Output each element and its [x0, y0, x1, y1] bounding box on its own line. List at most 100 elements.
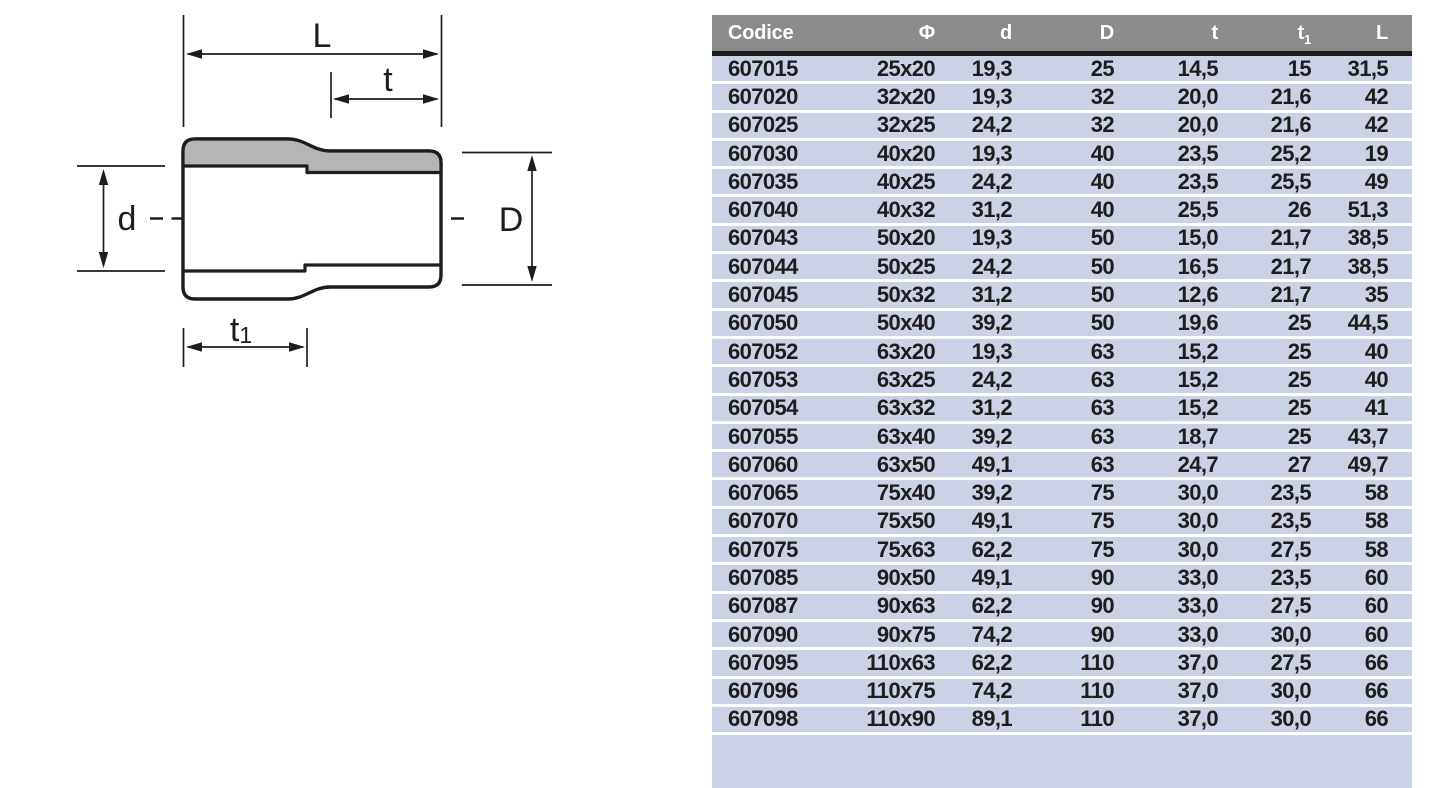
cell-L: 31,5	[1347, 55, 1389, 81]
column-header-d: d	[999, 21, 1012, 44]
table-row: 607025 32x25 24,2 32 20,0 21,6 42	[712, 113, 1412, 141]
cell-D: 63	[1090, 366, 1115, 392]
cell-D: 90	[1090, 564, 1115, 590]
cell-L: 60	[1364, 564, 1389, 590]
cell-codice: 607044	[728, 253, 798, 279]
cell-t1: 27,5	[1270, 593, 1312, 619]
cell-L: 42	[1364, 112, 1389, 138]
column-header-t: t	[1211, 21, 1219, 44]
cell-phi: 63x25	[876, 366, 936, 392]
cell-t1: 23,5	[1270, 508, 1312, 534]
cell-t1: 26	[1287, 197, 1312, 223]
dimension-D	[462, 151, 552, 286]
cell-d: 74,2	[971, 621, 1013, 647]
cell-t1: 30,0	[1270, 621, 1312, 647]
cell-phi: 50x25	[876, 253, 936, 279]
cell-t: 24,7	[1177, 451, 1219, 477]
cell-codice: 607087	[728, 593, 798, 619]
cell-phi: 90x63	[876, 593, 936, 619]
cell-D: 63	[1090, 395, 1115, 421]
table-row: 607030 40x20 19,3 40 23,5 25,2 19	[712, 141, 1412, 170]
cell-d: 24,2	[971, 366, 1013, 392]
cell-phi: 75x50	[876, 508, 936, 534]
cell-phi: 75x40	[876, 480, 936, 506]
column-header-t1: t1	[1297, 21, 1312, 47]
cell-t1: 25	[1287, 366, 1312, 392]
cell-d: 24,2	[971, 168, 1013, 194]
cell-codice: 607095	[728, 649, 798, 675]
label-t1: t1	[230, 311, 252, 349]
column-header-codice: Codice	[728, 21, 794, 44]
cell-D: 110	[1080, 706, 1114, 732]
cell-t: 23,5	[1177, 168, 1219, 194]
cell-t1: 30,0	[1270, 706, 1312, 732]
cell-d: 24,2	[971, 112, 1013, 138]
cell-d: 19,3	[971, 338, 1013, 364]
table-row: 607054 63x32 31,2 63 15,2 25 41	[712, 396, 1412, 424]
cell-D: 50	[1090, 310, 1115, 336]
cell-D: 75	[1090, 508, 1115, 534]
label-d: d	[118, 200, 137, 238]
cell-phi: 90x75	[876, 621, 936, 647]
cell-L: 60	[1364, 593, 1389, 619]
cell-phi: 50x40	[876, 310, 936, 336]
cell-phi: 63x50	[876, 451, 936, 477]
cell-t: 37,0	[1177, 706, 1219, 732]
cell-phi: 63x40	[876, 423, 936, 449]
cell-t: 12,6	[1177, 282, 1219, 308]
cell-t1: 21,7	[1270, 225, 1312, 251]
cell-codice: 607098	[728, 706, 798, 732]
cell-t: 15,0	[1177, 225, 1219, 251]
table-row: 607098 110x90 89,1 110 37,0 30,0 66	[712, 706, 1412, 736]
cell-t1: 25,5	[1270, 168, 1312, 194]
cell-t: 15,2	[1177, 366, 1219, 392]
cell-d: 39,2	[971, 423, 1013, 449]
cell-t: 30,0	[1177, 508, 1219, 534]
cell-d: 49,1	[971, 508, 1013, 534]
cell-t1: 25	[1287, 423, 1312, 449]
cell-L: 40	[1364, 338, 1389, 364]
cell-codice: 607065	[728, 480, 798, 506]
cell-codice: 607060	[728, 451, 798, 477]
cell-L: 60	[1364, 621, 1389, 647]
bore-step-line	[181, 263, 443, 273]
cell-D: 63	[1090, 451, 1115, 477]
cell-t: 37,0	[1177, 649, 1219, 675]
cell-D: 50	[1090, 225, 1115, 251]
cell-codice: 607052	[728, 338, 798, 364]
cell-t: 16,5	[1177, 253, 1219, 279]
table-row: 607095 110x63 62,2 110 37,0 27,5 66	[712, 649, 1412, 679]
cell-L: 41	[1364, 395, 1389, 421]
cell-codice: 607020	[728, 83, 798, 109]
cell-t1: 21,7	[1270, 282, 1312, 308]
cell-t1: 21,6	[1270, 112, 1312, 138]
table-row: 607052 63x20 19,3 63 15,2 25 40	[712, 338, 1412, 368]
table-row: 607060 63x50 49,1 63 24,7 27 49,7	[712, 451, 1412, 481]
spec-table: Codice Φ d D t t1 L 607015 25x20 19,3 25…	[712, 15, 1412, 788]
cell-L: 58	[1364, 508, 1389, 534]
cell-d: 19,3	[971, 225, 1013, 251]
cell-L: 42	[1364, 83, 1389, 109]
cell-d: 39,2	[971, 310, 1013, 336]
table-row: 607096 110x75 74,2 110 37,0 30,0 66	[712, 679, 1412, 707]
fitting-body	[181, 137, 443, 301]
cell-phi: 40x32	[876, 197, 936, 223]
cell-D: 40	[1090, 168, 1115, 194]
cell-t: 18,7	[1177, 423, 1219, 449]
cell-D: 40	[1090, 197, 1115, 223]
column-header-L: L	[1375, 21, 1388, 44]
cell-L: 44,5	[1347, 310, 1389, 336]
cell-L: 49	[1364, 168, 1389, 194]
cell-phi: 110x90	[866, 706, 935, 732]
cell-L: 38,5	[1347, 253, 1389, 279]
cell-L: 40	[1364, 366, 1389, 392]
table-row: 607070 75x50 49,1 75 30,0 23,5 58	[712, 508, 1412, 538]
column-header-D: D	[1099, 21, 1114, 44]
cell-phi: 50x20	[876, 225, 936, 251]
cell-codice: 607050	[728, 310, 798, 336]
table-row: 607085 90x50 49,1 90 33,0 23,5 60	[712, 564, 1412, 594]
cell-d: 49,1	[971, 451, 1013, 477]
cell-L: 66	[1364, 678, 1389, 704]
